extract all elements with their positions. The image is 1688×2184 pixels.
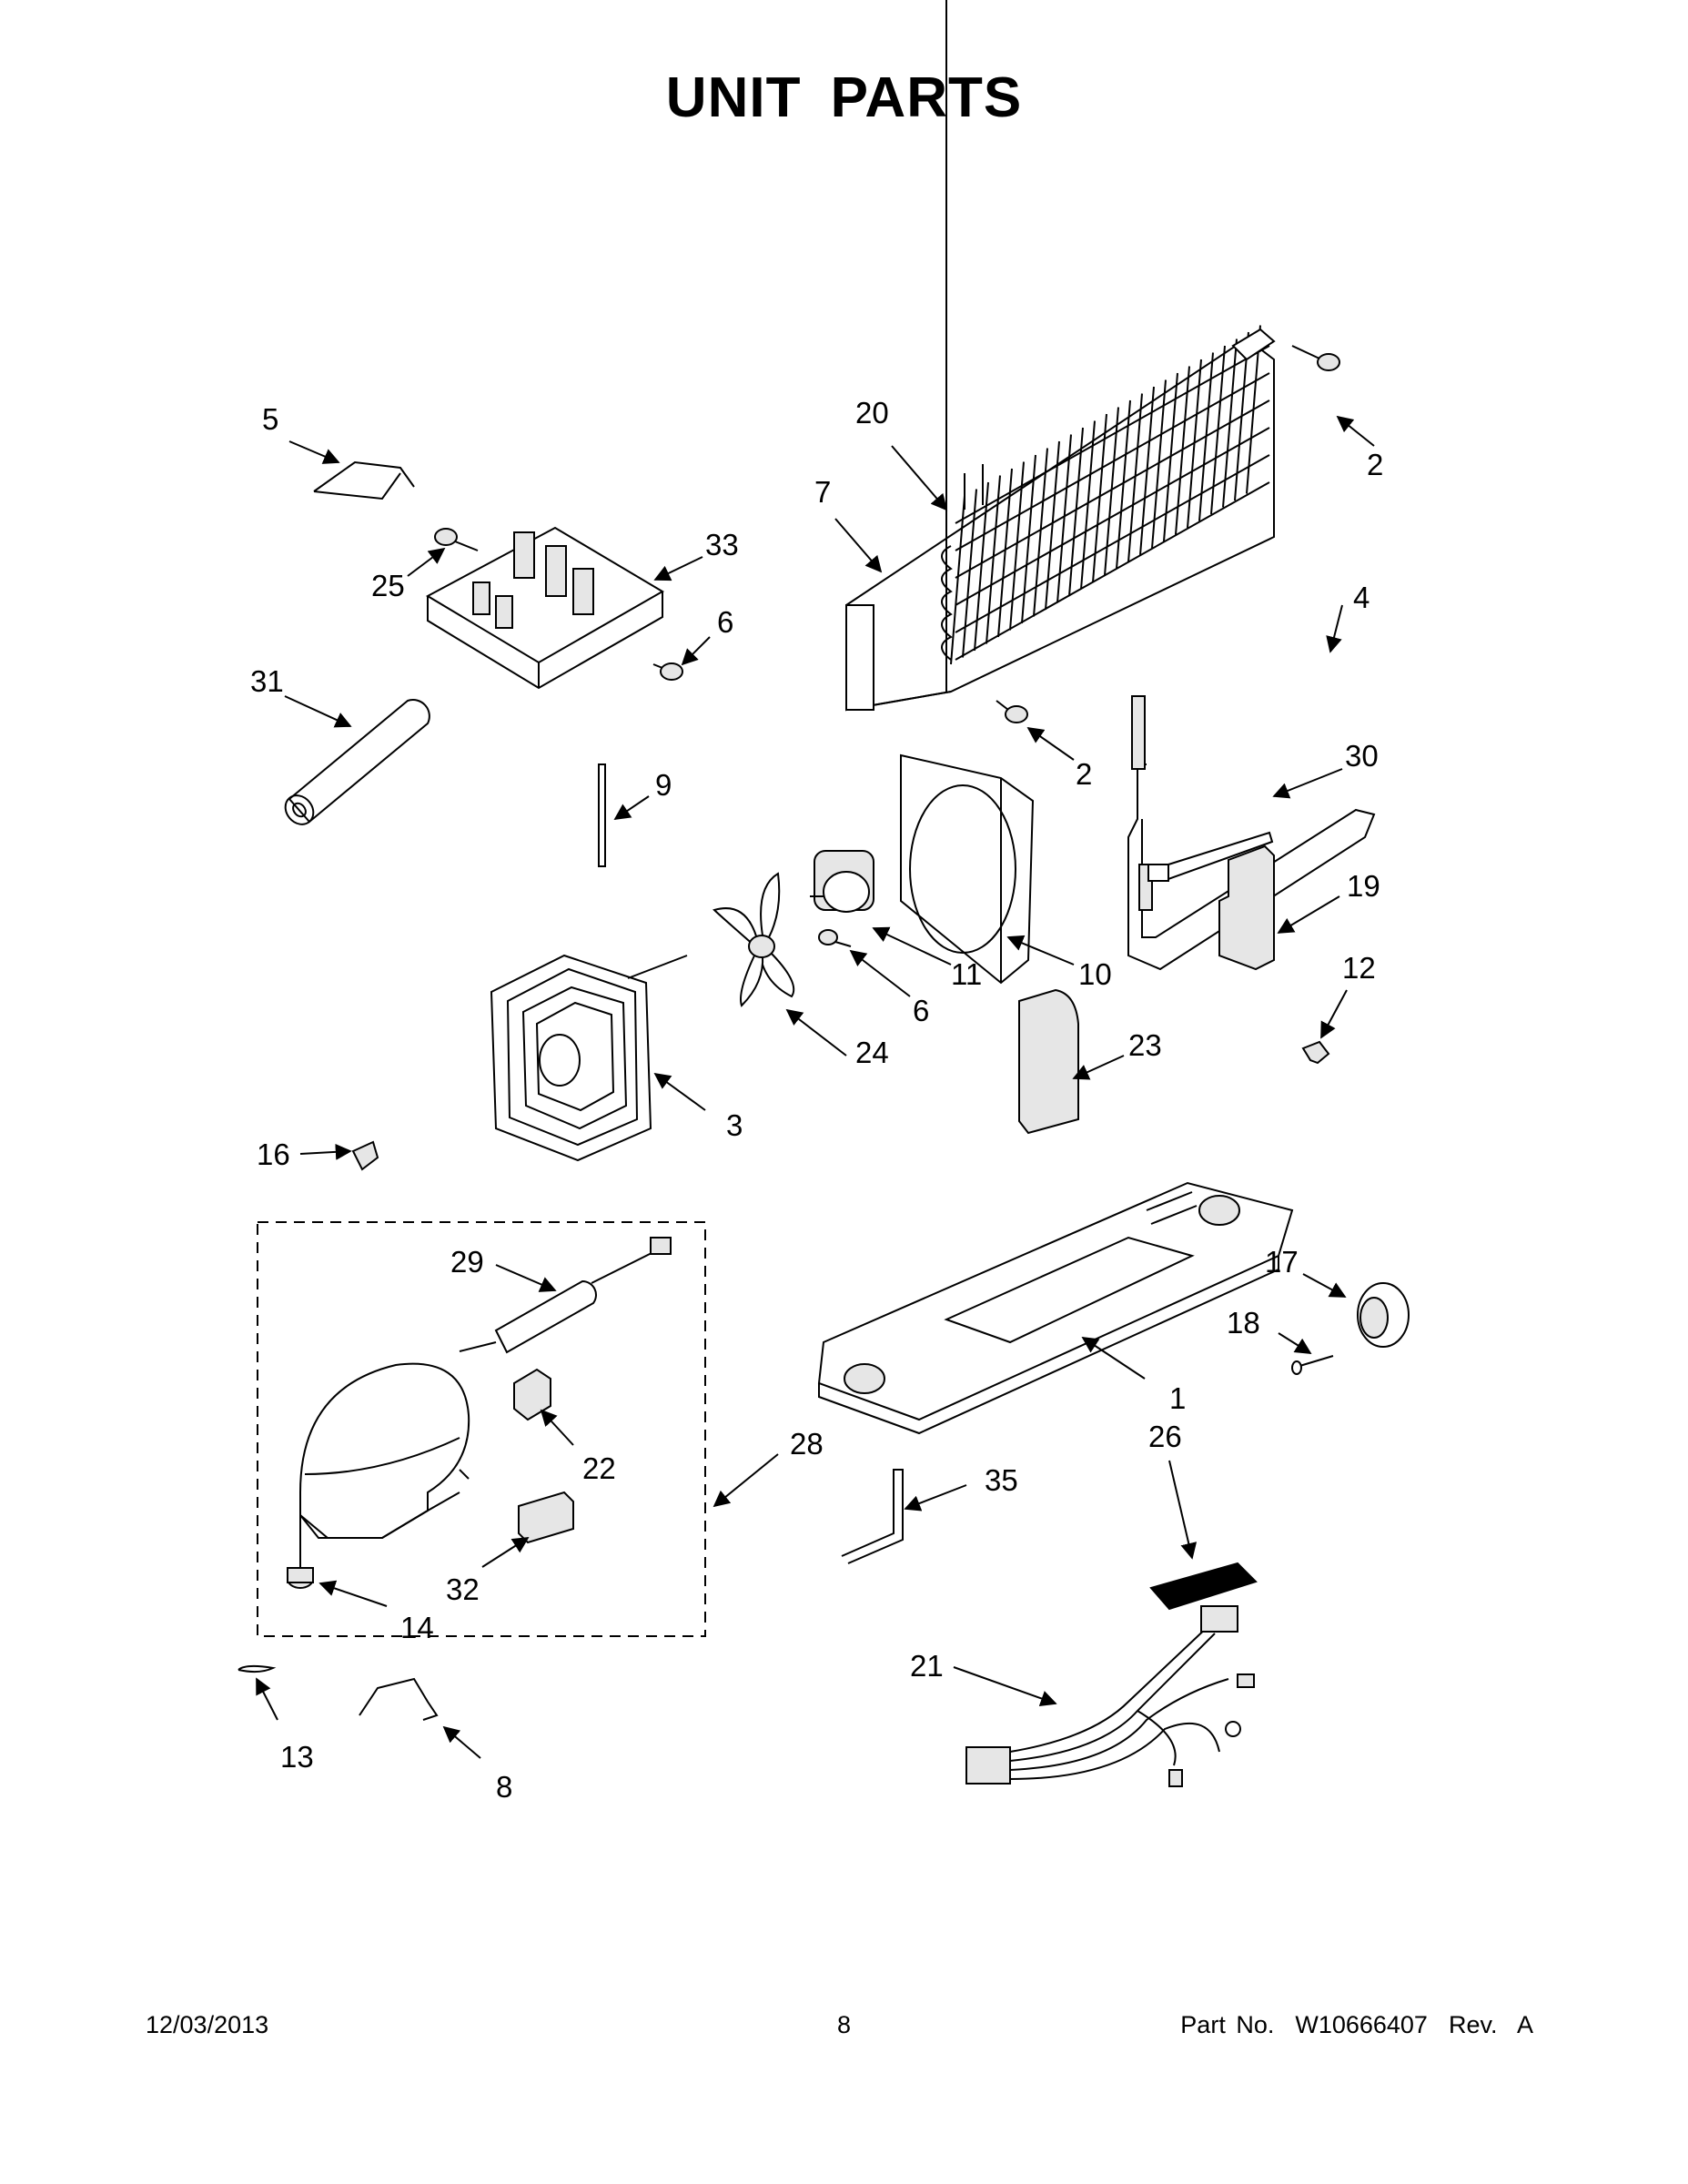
part-31-insulation-tube (284, 699, 430, 825)
part-23-foam-block (1018, 988, 1079, 1135)
callout-1: 1 (1169, 1381, 1186, 1415)
part-30-cable-tie (1147, 831, 1274, 882)
callout-11: 11 (951, 957, 982, 991)
part-8-wire (359, 1677, 439, 1721)
part-19-foam-block (1218, 844, 1275, 971)
part-21-wire-harness (965, 1605, 1255, 1787)
callout-17: 17 (1265, 1245, 1299, 1279)
callout-2: 2 (1367, 448, 1383, 481)
callout-16: 16 (257, 1138, 290, 1171)
part-6-screw-a (652, 662, 683, 681)
footer-date: 12/03/2013 (146, 2011, 269, 2038)
callout-35: 35 (985, 1463, 1018, 1497)
part-6-screw-b (818, 929, 852, 947)
part-5-clip (313, 460, 415, 500)
part-35-tube (841, 1469, 904, 1564)
part-9-rod (598, 763, 606, 867)
part-16-clip (351, 1140, 379, 1171)
part-1-base-pan (817, 1181, 1294, 1435)
callout-30: 30 (1345, 739, 1379, 773)
footer-page-number: 8 (836, 2011, 852, 2038)
part-28-compressor-kit-box (257, 1221, 706, 1637)
callout-13: 13 (280, 1740, 314, 1774)
part-2-screw-a (1291, 345, 1340, 371)
callout-18: 18 (1227, 1306, 1260, 1340)
callout-26: 26 (1148, 1420, 1182, 1453)
callout-25: 25 (371, 569, 405, 602)
callout-22: 22 (582, 1451, 616, 1485)
callout-4: 4 (1353, 581, 1370, 614)
part-3-condenser (490, 954, 688, 1162)
callout-9: 9 (655, 768, 672, 802)
part-17-roller (1357, 1282, 1410, 1348)
part-10-fan-shroud (900, 753, 1035, 985)
callout-7: 7 (814, 475, 831, 509)
callout-20: 20 (855, 396, 889, 430)
callout-6: 6 (913, 994, 929, 1027)
callout-23: 23 (1128, 1028, 1162, 1062)
callout-5: 5 (262, 402, 278, 436)
callout-8: 8 (496, 1770, 512, 1804)
callout-3: 3 (726, 1108, 743, 1142)
callout-24: 24 (855, 1036, 889, 1069)
part-22-relay (513, 1368, 551, 1421)
part-24-fan-blade (713, 872, 795, 1007)
part-12-clip (1301, 1040, 1330, 1065)
part-2-screw-b (996, 700, 1028, 723)
part-18-axle (1291, 1355, 1334, 1375)
callout-32: 32 (446, 1572, 480, 1606)
callout-28: 28 (790, 1427, 824, 1461)
callout-31: 31 (250, 664, 284, 698)
leader-arrows (256, 415, 1375, 1759)
callout-10: 10 (1078, 957, 1112, 991)
part-7-20-evaporator-coil (845, 0, 1276, 712)
page-title: UNIT PARTS (665, 66, 1023, 129)
callout-14: 14 (400, 1611, 434, 1644)
part-14-grommet (287, 1511, 314, 1589)
part-13-clip (238, 1664, 277, 1673)
callout-19: 19 (1347, 869, 1380, 903)
part-11-fan-motor (810, 850, 874, 913)
part-29-drier (459, 1237, 672, 1354)
part-32-overload (518, 1491, 574, 1544)
callout-labels: 5 25 33 6 31 20 7 2 4 2 30 9 19 11 10 6 … (250, 396, 1383, 1804)
part-compressor (299, 1362, 470, 1539)
part-25-screw (434, 528, 479, 551)
footer-part-number: Part No. W10666407 Rev. A (1180, 2011, 1533, 2038)
callout-21: 21 (910, 1649, 944, 1683)
callout-2: 2 (1076, 757, 1092, 791)
callout-12: 12 (1342, 951, 1376, 985)
callout-29: 29 (450, 1245, 484, 1279)
part-26-label (1149, 1562, 1258, 1611)
callout-33: 33 (705, 528, 739, 561)
part-33-control-box (425, 526, 664, 690)
callout-6: 6 (717, 605, 733, 639)
